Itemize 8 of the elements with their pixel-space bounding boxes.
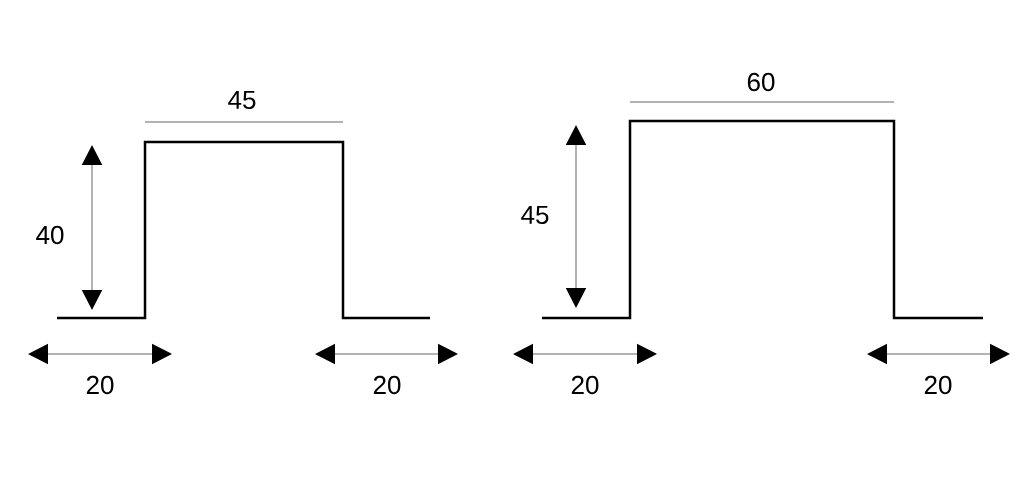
dimension-label: 45	[521, 205, 549, 225]
dimension-label: 20	[571, 375, 599, 395]
dimension-label: 20	[924, 375, 952, 395]
dimension-label: 20	[86, 375, 114, 395]
dimension-label: 40	[36, 225, 64, 245]
dimension-label: 45	[228, 90, 256, 110]
dimension-label: 20	[373, 375, 401, 395]
dimension-label: 60	[747, 72, 775, 92]
